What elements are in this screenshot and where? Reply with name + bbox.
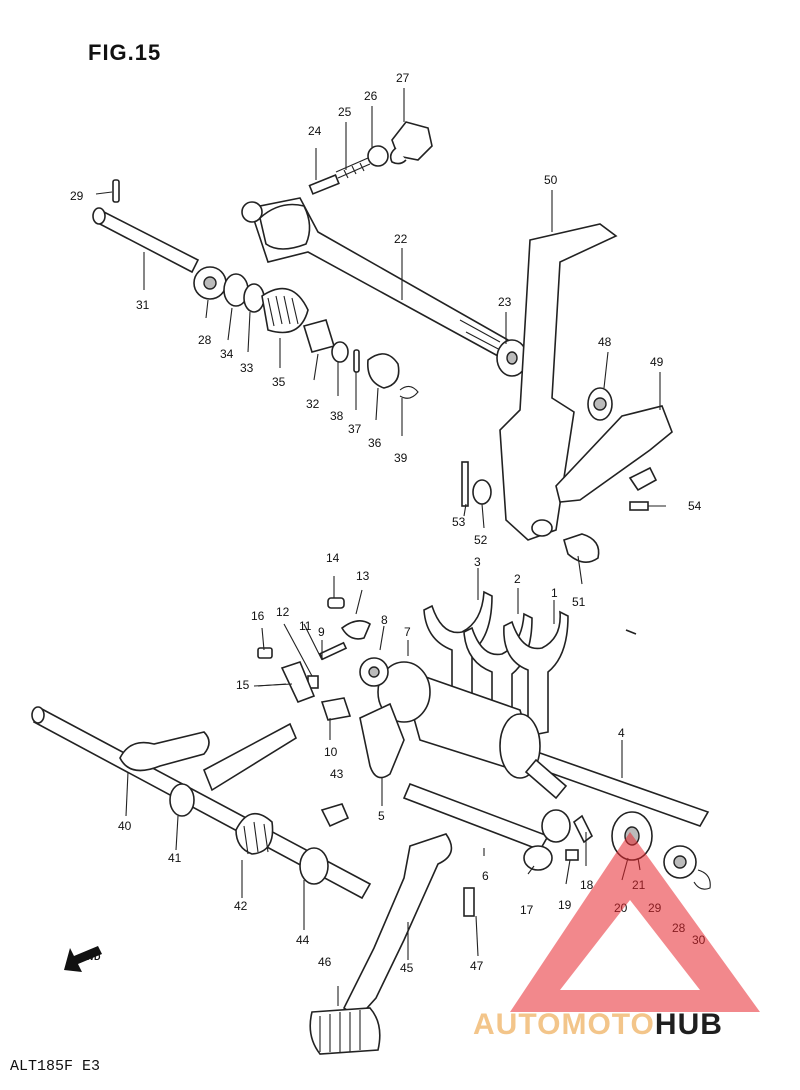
part-label: 45 <box>400 961 414 975</box>
part-label: 29 <box>70 189 84 203</box>
gearshift-pedal-45-47 <box>309 833 475 1055</box>
part-label: 48 <box>598 335 612 349</box>
svg-text:FWD: FWD <box>80 952 101 962</box>
watermark-logo-icon <box>510 832 760 1012</box>
part-label: 53 <box>452 515 466 529</box>
part-label: 10 <box>324 745 338 759</box>
part-label: 28 <box>198 333 212 347</box>
part-label: 26 <box>364 89 378 103</box>
part-label: 50 <box>544 173 558 187</box>
part-label: 17 <box>520 903 534 917</box>
part-label: 2 <box>514 572 521 586</box>
part-label: 43 <box>330 767 344 781</box>
watermark-text: AUTOMOTOHUB <box>473 1008 723 1041</box>
figure-title: FIG.15 <box>88 40 162 65</box>
part-label: 15 <box>236 678 250 692</box>
part-label: 47 <box>470 959 484 973</box>
leader-lines <box>95 88 666 1006</box>
part-label: 8 <box>381 613 388 627</box>
shift-shaft-31 <box>92 179 200 274</box>
part-label: 52 <box>474 533 488 547</box>
model-code-footer: ALT185F E3 <box>10 1058 101 1075</box>
part-label: 31 <box>136 298 150 312</box>
part-label: 42 <box>234 899 248 913</box>
part-label: 49 <box>650 355 664 369</box>
part-label: 41 <box>168 851 182 865</box>
shift-forks-1-3 <box>423 590 569 739</box>
part-label: 54 <box>688 499 702 513</box>
part-label: 19 <box>558 898 572 912</box>
gearshift-shaft-40-44 <box>31 706 372 900</box>
part-label: 7 <box>404 625 411 639</box>
part-label: 16 <box>251 609 265 623</box>
lever-hardware-51-53 <box>461 461 600 563</box>
part-label: 6 <box>482 869 489 883</box>
part-label: 37 <box>348 422 362 436</box>
part-label: 25 <box>338 105 352 119</box>
stopper-small-parts-8-16 <box>257 597 389 721</box>
part-label: 13 <box>356 569 370 583</box>
shift-lever-49 <box>499 223 618 541</box>
part-label: 14 <box>326 551 340 565</box>
shift-cam-spring-cluster <box>193 266 419 399</box>
forward-direction-arrow: FWD <box>64 946 102 972</box>
part-label: 3 <box>474 555 481 569</box>
part-label: 36 <box>368 436 382 450</box>
part-label: 22 <box>394 232 408 246</box>
part-label: 5 <box>378 809 385 823</box>
shift-arm-50 <box>555 387 673 635</box>
part-label: 12 <box>276 605 290 619</box>
part-label: 46 <box>318 955 332 969</box>
part-label: 9 <box>318 625 325 639</box>
part-label: 33 <box>240 361 254 375</box>
part-label: 38 <box>330 409 344 423</box>
part-label: 24 <box>308 124 322 138</box>
part-label: 40 <box>118 819 132 833</box>
part-label: 44 <box>296 933 310 947</box>
part-number-labels: 1 2 3 4 5 6 7 8 9 10 11 12 13 14 15 16 1… <box>70 71 706 975</box>
part-label: 1 <box>551 586 558 600</box>
part-label: 35 <box>272 375 286 389</box>
part-label: 11 <box>299 619 312 633</box>
cam-stopper-5 <box>359 702 405 779</box>
part-label: 51 <box>572 595 586 609</box>
part-label: 34 <box>220 347 234 361</box>
part-label: 39 <box>394 451 408 465</box>
part-label: 4 <box>618 726 625 740</box>
part-label: 32 <box>306 397 320 411</box>
part-label: 27 <box>396 71 410 85</box>
stopper-assembly-24-27 <box>308 121 433 195</box>
part-label: 23 <box>498 295 512 309</box>
part-label: 18 <box>580 878 594 892</box>
